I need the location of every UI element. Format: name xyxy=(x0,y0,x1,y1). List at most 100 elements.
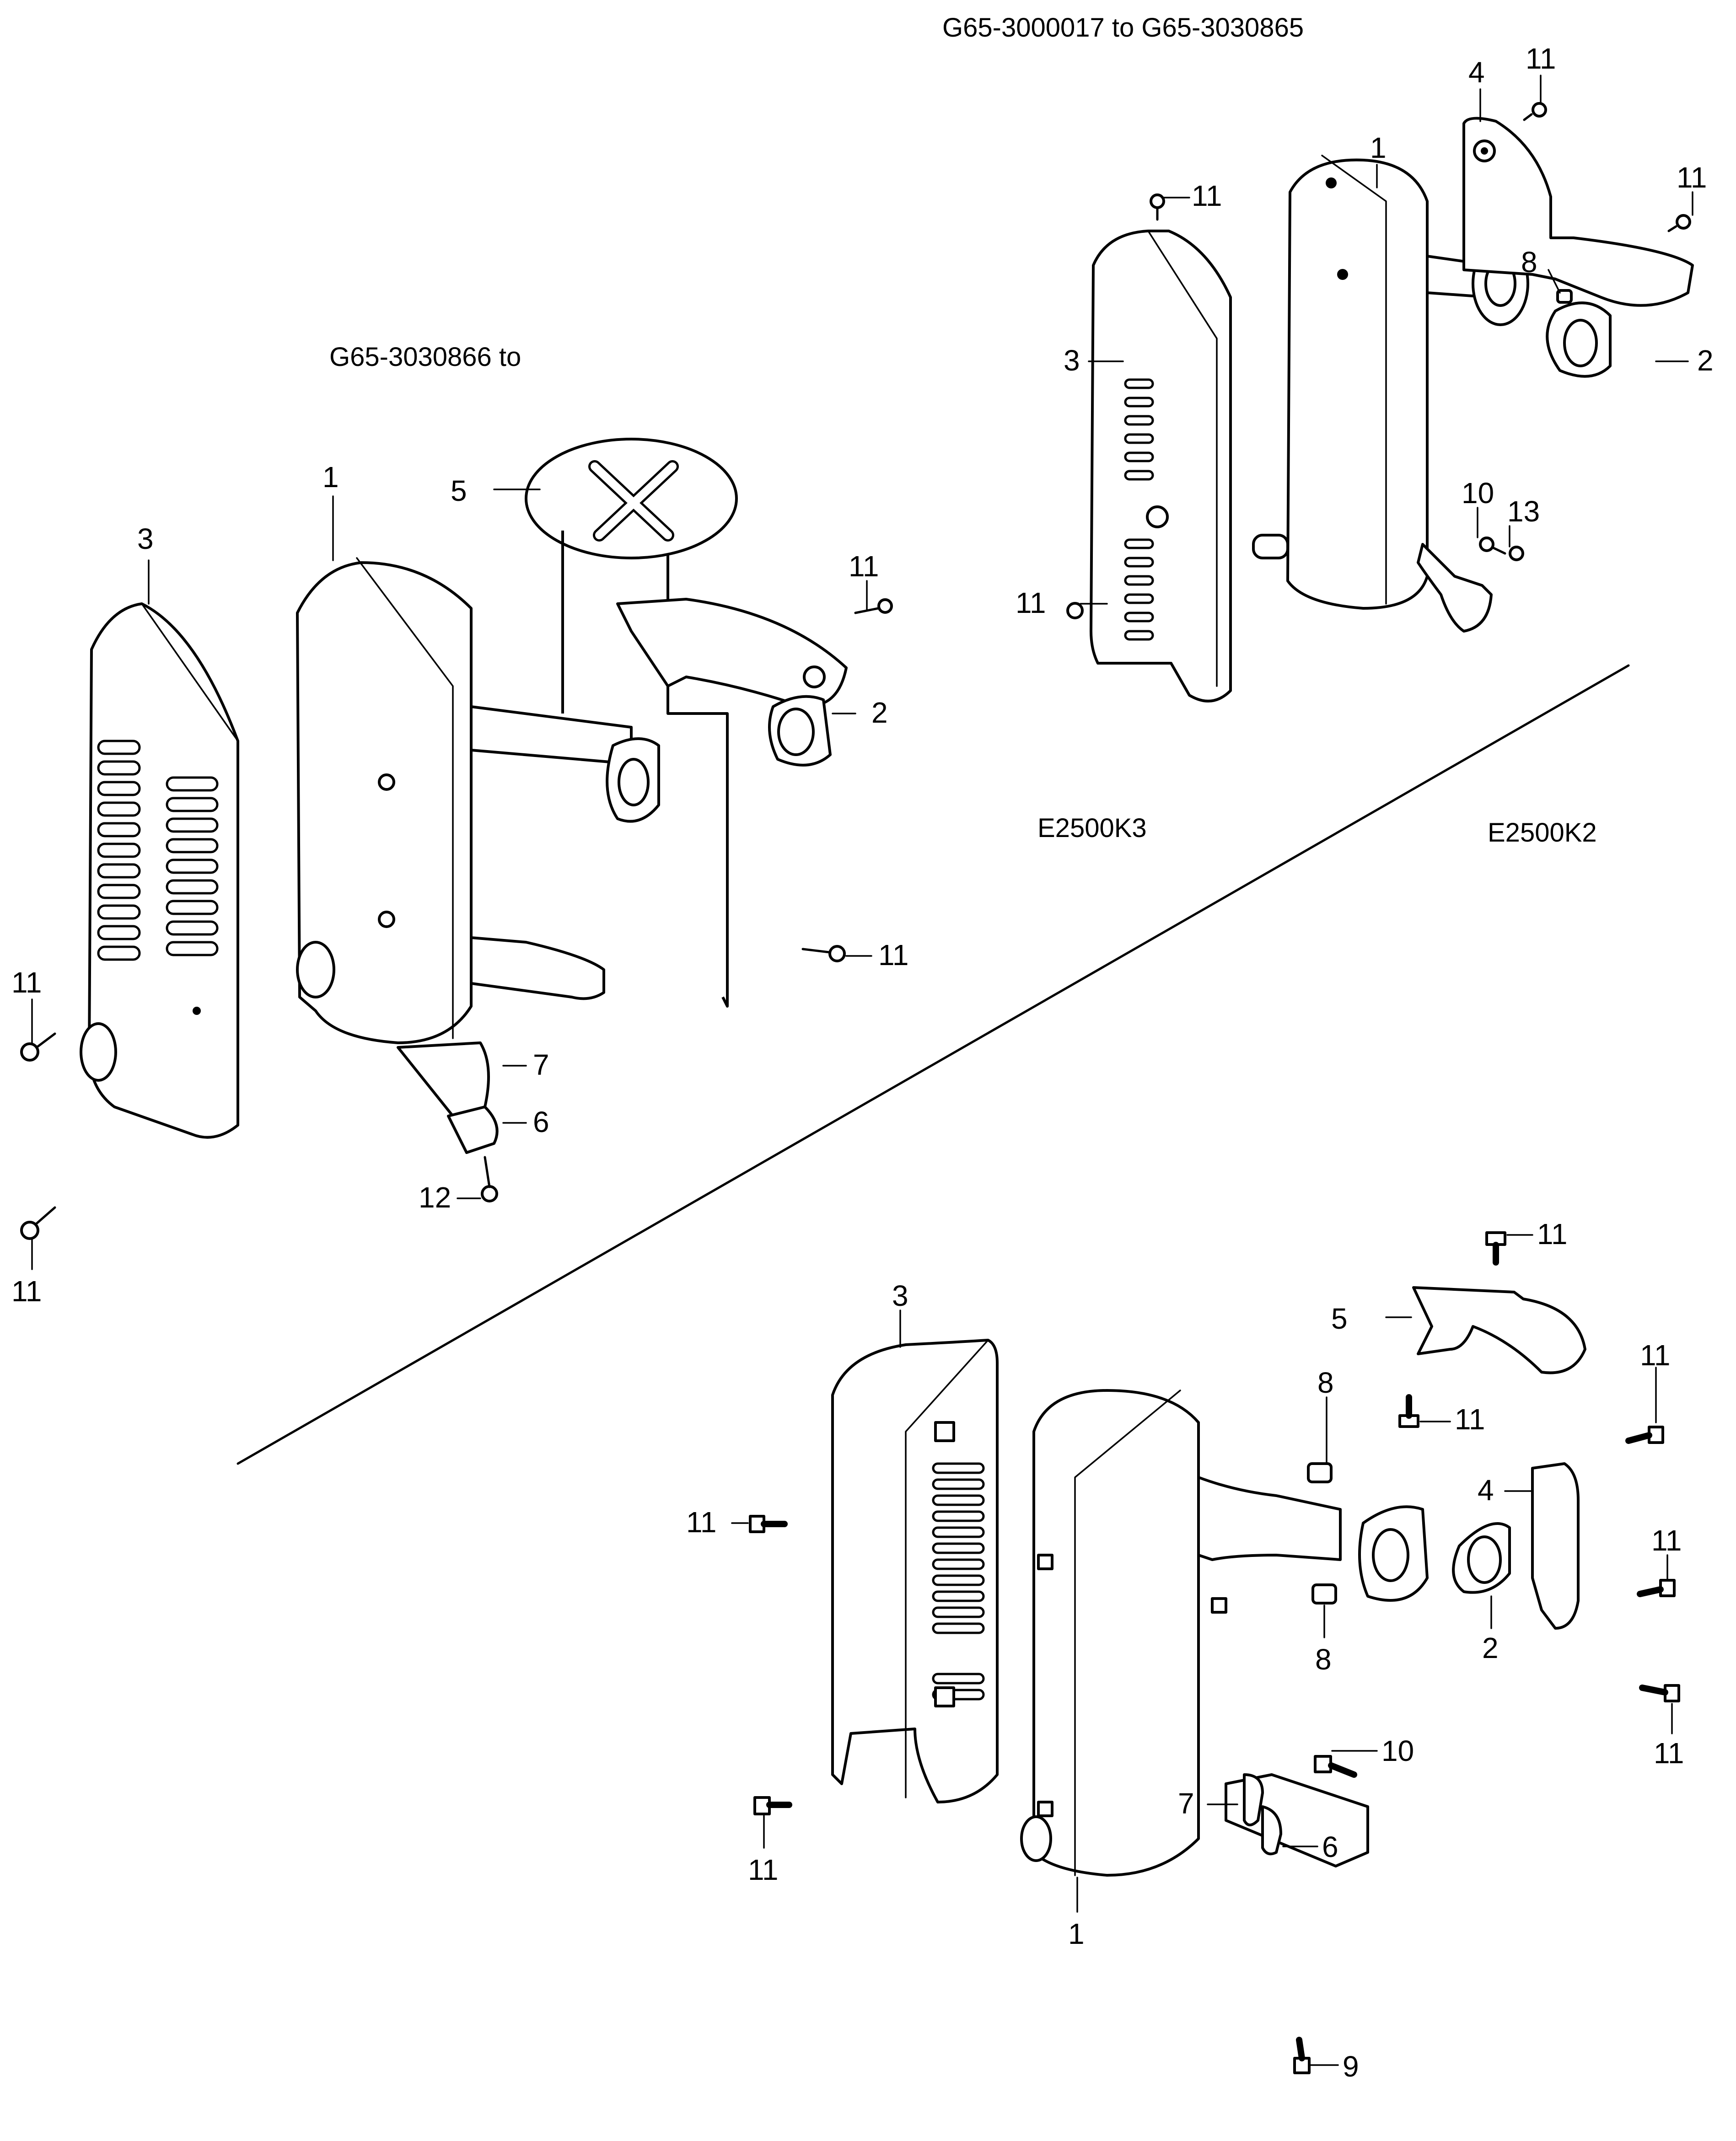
callout-11: 11 xyxy=(1640,1339,1670,1372)
bolt-icon xyxy=(1066,602,1084,619)
diagram-a: 4 11 11 1 11 8 3 2 10 13 11 xyxy=(1016,42,1714,703)
callout-5: 5 xyxy=(1331,1302,1348,1335)
bolt-icon xyxy=(1293,2037,1311,2074)
cover-outlet-hole xyxy=(80,1022,117,1082)
bolt-icon xyxy=(20,1032,56,1062)
bracket-plate-6 xyxy=(1261,1805,1282,1856)
callout-11: 11 xyxy=(1192,179,1222,212)
callout-10: 10 xyxy=(1462,477,1494,510)
callout-3: 3 xyxy=(137,522,154,555)
callout-6: 6 xyxy=(1322,1830,1338,1863)
callout-11: 11 xyxy=(11,1275,42,1308)
muffler-cover-a xyxy=(1090,230,1232,703)
cover-vent-slots xyxy=(97,740,219,961)
heat-shield-c xyxy=(1412,1286,1586,1374)
callout-6: 6 xyxy=(533,1105,549,1138)
bolt-icon xyxy=(801,945,846,962)
callout-1: 1 xyxy=(322,461,339,494)
callout-11: 11 xyxy=(1455,1403,1485,1436)
bolt-icon xyxy=(1625,1426,1664,1444)
callout-13: 13 xyxy=(1507,495,1540,528)
callout-3: 3 xyxy=(892,1279,908,1312)
serial-range-top: G65-3000017 to G65-3030865 xyxy=(942,13,1304,43)
bolt-icon xyxy=(1639,1684,1680,1702)
callout-5: 5 xyxy=(451,474,467,507)
callout-4: 4 xyxy=(1468,56,1485,89)
callout-11: 11 xyxy=(878,939,908,971)
callout-8: 8 xyxy=(1521,246,1537,279)
callout-11: 11 xyxy=(1537,1218,1567,1250)
bolt-icon xyxy=(753,1796,792,1815)
bolt-icon xyxy=(1479,537,1506,555)
callout-11: 11 xyxy=(1677,161,1707,194)
callout-1: 1 xyxy=(1370,131,1387,164)
nut-icon xyxy=(1311,1583,1337,1604)
callout-11: 11 xyxy=(748,1853,778,1886)
diagram-c: 3 11 5 11 11 8 4 11 11 8 2 11 10 11 7 1 … xyxy=(686,1218,1684,2083)
bracket-plate-7 xyxy=(397,1041,490,1117)
muffler-outlet-stub xyxy=(1252,534,1289,559)
bracket-c xyxy=(1531,1462,1580,1630)
bracket-plate-6 xyxy=(447,1105,499,1154)
lower-bracket-a xyxy=(1417,543,1493,633)
callout-4: 4 xyxy=(1478,1474,1494,1507)
callout-11: 11 xyxy=(11,966,42,999)
callout-11: 11 xyxy=(1526,42,1556,75)
nut-icon xyxy=(1556,289,1573,304)
bolt-icon xyxy=(1667,214,1691,232)
callout-7: 7 xyxy=(1178,1787,1194,1820)
muffler-outlet-stub xyxy=(1020,1815,1052,1862)
bolt-icon xyxy=(20,1206,56,1240)
model-label-e2500k2: E2500K2 xyxy=(1488,818,1597,848)
bracket-plate-7 xyxy=(1243,1773,1264,1826)
callout-2: 2 xyxy=(871,696,888,729)
heat-shield-b xyxy=(525,438,848,1008)
callout-9: 9 xyxy=(1343,2050,1359,2083)
gasket-b xyxy=(768,695,832,767)
callout-11: 11 xyxy=(1651,1524,1682,1557)
nut-icon xyxy=(1307,1462,1333,1483)
muffler-cover-c xyxy=(831,1339,999,1803)
bolt-icon xyxy=(1398,1394,1419,1428)
muffler-inlet-pipe xyxy=(470,705,633,765)
muffler-body-c xyxy=(1020,1389,1429,1877)
muffler-body-b xyxy=(296,557,660,1044)
serial-range-left: G65-3030866 to xyxy=(329,342,521,372)
callout-12: 12 xyxy=(419,1181,451,1214)
callout-7: 7 xyxy=(533,1048,549,1081)
callout-3: 3 xyxy=(1064,344,1080,377)
callout-11: 11 xyxy=(849,550,879,583)
cover-vent-slots xyxy=(932,1462,985,1701)
bolt-icon xyxy=(481,1156,498,1202)
bolt-icon xyxy=(1150,193,1165,221)
model-label-e2500k3: E2500K3 xyxy=(1037,813,1147,843)
callout-1: 1 xyxy=(1068,1917,1085,1950)
muffler-cover-b xyxy=(80,602,239,1139)
gasket-a xyxy=(1546,301,1612,378)
bolt-icon xyxy=(749,1515,788,1533)
bolt-icon xyxy=(854,598,893,614)
callout-11: 11 xyxy=(1016,586,1046,619)
section-divider xyxy=(236,664,1630,1465)
cover-bolt-hole xyxy=(1146,505,1169,528)
callout-8: 8 xyxy=(1315,1643,1332,1676)
cover-vent-slots xyxy=(1124,378,1154,641)
callout-2: 2 xyxy=(1482,1631,1499,1664)
bolt-icon xyxy=(1523,102,1547,121)
callout-2: 2 xyxy=(1697,344,1714,377)
callout-8: 8 xyxy=(1317,1366,1334,1399)
washer-icon xyxy=(1509,546,1524,561)
callout-10: 10 xyxy=(1381,1734,1414,1767)
bolt-icon xyxy=(1637,1579,1676,1597)
muffler-mount-bracket xyxy=(470,936,605,1000)
muffler-outlet-stub xyxy=(296,941,335,998)
bolt-icon xyxy=(1485,1231,1506,1266)
diagram-b: 3 1 5 11 2 11 11 7 6 12 11 xyxy=(11,438,908,1308)
callout-11: 11 xyxy=(686,1506,716,1539)
gasket-c xyxy=(1452,1522,1511,1594)
muffler-inlet-pipe xyxy=(1197,1476,1342,1561)
bolt-icon xyxy=(1314,1755,1357,1778)
bracket-a xyxy=(1462,117,1694,307)
callout-11: 11 xyxy=(1654,1737,1684,1770)
